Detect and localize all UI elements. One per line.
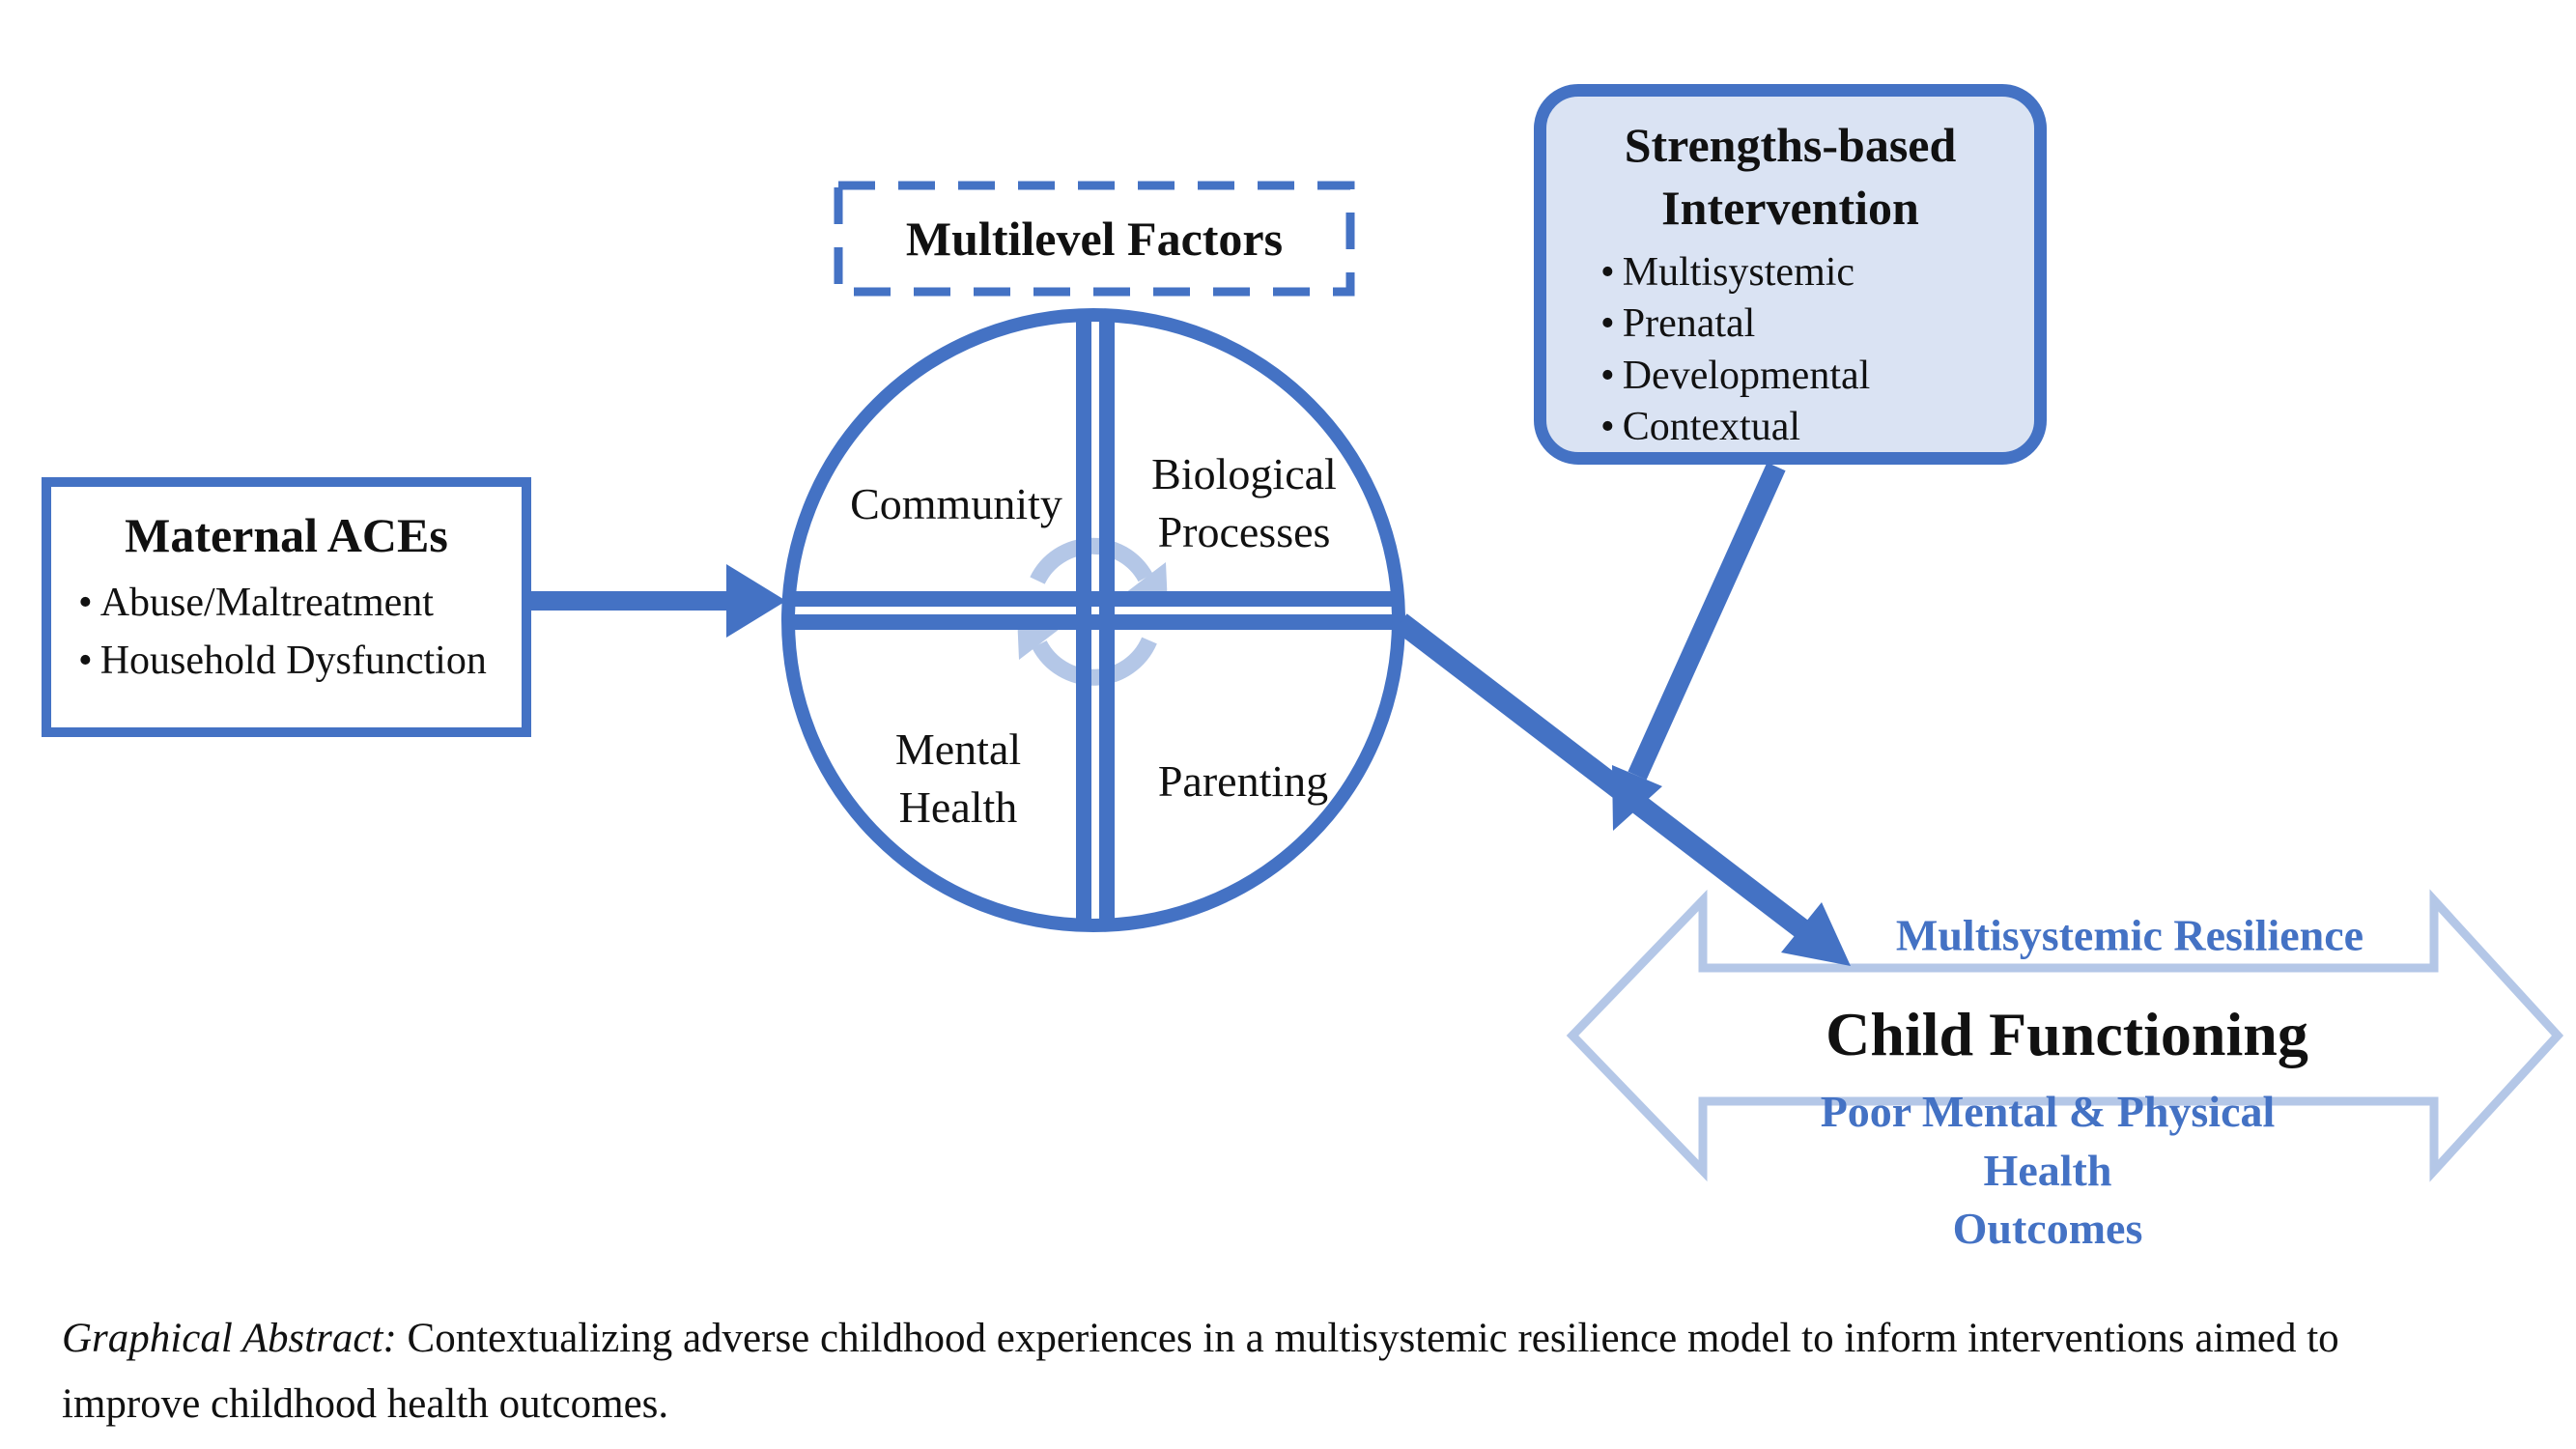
quadrant-label-mental-health: Mental Health	[894, 724, 1022, 832]
outcome-label-poor-health-outcomes: Poor Mental & Physical Health Outcomes	[1820, 1086, 2276, 1254]
bullet-text: Contextual	[1622, 404, 1801, 449]
bullet-icon: •	[78, 639, 93, 684]
list-item: • Multisystemic	[1600, 247, 2034, 298]
maternal-to-circle-arrow	[531, 564, 786, 638]
bullet-icon: •	[1600, 301, 1615, 347]
bullet-text: Abuse/Maltreatment	[99, 580, 434, 625]
outcome-label-multisystemic-resilience: Multisystemic Resilience	[1895, 910, 2364, 960]
quadrant-label-biological-processes: Biological Processes	[1151, 449, 1337, 556]
list-item: • Prenatal	[1600, 298, 2034, 350]
bullet-text: Developmental	[1622, 353, 1871, 398]
maternal-aces-bullets: • Abuse/Maltreatment • Household Dysfunc…	[78, 574, 522, 692]
bullet-icon: •	[1600, 404, 1615, 449]
strengths-intervention-box: Strengths-based Intervention • Multisyst…	[1534, 84, 2047, 465]
strengths-intervention-title: Strengths-based Intervention	[1624, 118, 1957, 235]
maternal-aces-box: Maternal ACEs • Abuse/Maltreatment • Hou…	[42, 477, 531, 737]
multilevel-factors-dashed-border	[834, 181, 1355, 297]
bullet-icon: •	[1600, 353, 1615, 398]
circle-to-outcome-arrow	[1394, 613, 1851, 966]
bullet-text: Prenatal	[1622, 301, 1756, 347]
caption-prefix: Graphical Abstract:	[62, 1316, 397, 1361]
maternal-aces-title: Maternal ACEs	[125, 508, 448, 562]
figure-caption: Graphical Abstract: Contextualizing adve…	[62, 1306, 2457, 1437]
intervention-arrow	[1612, 462, 1786, 831]
list-item: • Abuse/Maltreatment	[78, 574, 522, 633]
quadrant-label-community: Community	[850, 479, 1062, 529]
bullet-icon: •	[1600, 250, 1615, 295]
list-item: • Developmental	[1600, 351, 2034, 402]
quadrant-label-parenting: Parenting	[1157, 756, 1329, 807]
multilevel-factors-label: Multilevel Factors	[905, 212, 1284, 266]
quadrant-divider-horizontal	[790, 591, 1399, 630]
outcome-double-arrow	[1566, 889, 2564, 1182]
caption-body: Contextualizing adverse childhood experi…	[62, 1316, 2339, 1427]
list-item: • Contextual	[1600, 402, 2034, 453]
rotation-arrows-icon	[1017, 537, 1168, 686]
strengths-intervention-bullets: • Multisystemic • Prenatal • Development…	[1600, 247, 2034, 453]
list-item: • Household Dysfunction	[78, 632, 522, 691]
bullet-icon: •	[78, 580, 93, 625]
outcome-label-child-functioning: Child Functioning	[1826, 1000, 2308, 1068]
quadrant-divider-vertical	[1076, 317, 1115, 923]
bullet-text: Multisystemic	[1622, 250, 1855, 295]
bullet-text: Household Dysfunction	[99, 639, 487, 684]
